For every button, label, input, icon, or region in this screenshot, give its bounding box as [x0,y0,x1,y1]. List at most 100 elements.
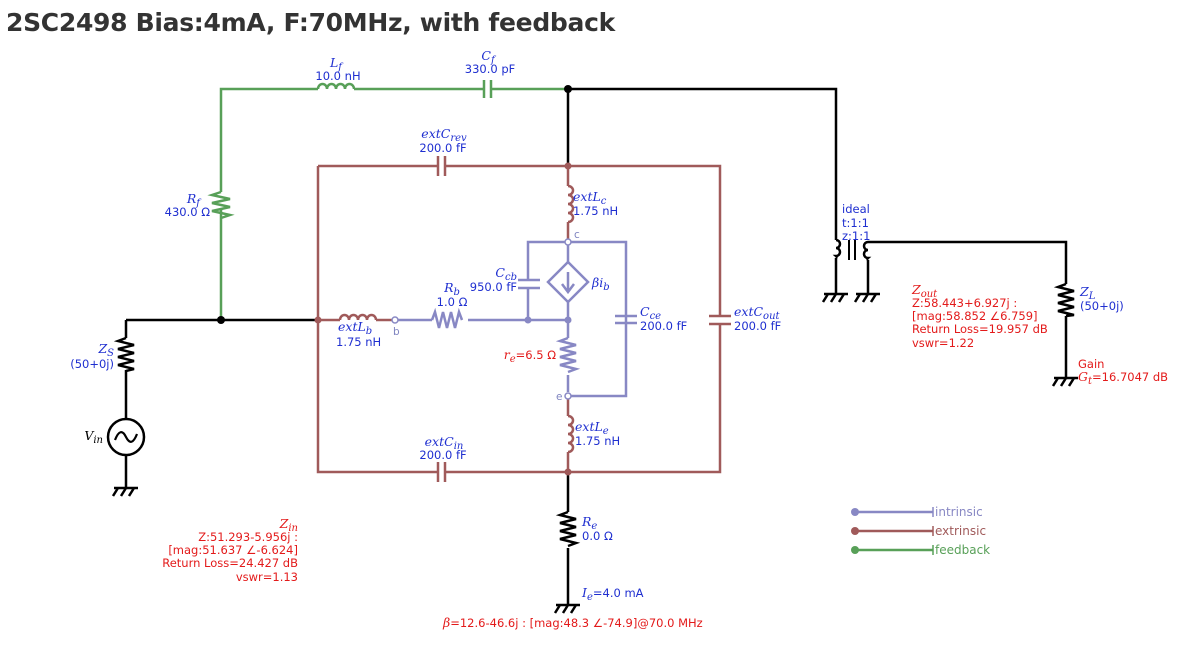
extlb-inductor [338,313,378,321]
source-label: βib [591,275,610,293]
extle-value: 1.75 nH [575,434,620,448]
node-e [564,392,572,400]
cce-symbol: Cce [640,304,661,322]
node-e-label: e [556,391,562,403]
cf-value: 330.0 pF [465,62,516,76]
extlc-symbol: extLc [573,189,607,207]
extcin-capacitor [436,462,447,482]
ccb-symbol: Ccb [495,265,517,283]
re-intrinsic-resistor [555,336,581,374]
ccb-value: 950.0 fF [470,280,517,294]
junction-dot [564,316,572,324]
rf-resistor [207,190,235,220]
gain-value: Gt=16.7047 dB [1078,369,1168,387]
zin-line4: vswr=1.13 [236,570,298,584]
main-wiring [124,87,1068,605]
extcrev-value: 200.0 fF [419,141,466,155]
extcout-capacitor [709,314,731,326]
legend: intrinsic extrinsic feedback [851,505,990,557]
svg-text:feedback: feedback [935,543,990,557]
lf-inductor [316,82,356,90]
zl-value: (50+0j) [1080,299,1124,313]
page-title: 2SC2498 Bias:4mA, F:70MHz, with feedback [6,8,615,37]
node-b [391,316,399,324]
extlc-inductor [567,184,575,224]
rf-value: 430.0 Ω [165,205,211,219]
ground-icon [853,292,880,303]
zin-line1: Z:51.293-5.956j : [198,530,298,544]
svg-text:intrinsic: intrinsic [935,505,983,519]
junction-dot [217,316,225,324]
current-source [546,260,590,304]
beta-readout: β=12.6-46.6j : [mag:48.3 ∠-74.9]@70.0 MH… [442,615,703,630]
extle-symbol: extLe [575,419,609,437]
extcin-symbol: extCin [425,434,464,452]
cce-capacitor [615,314,637,325]
transformer-type: ideal [842,202,870,216]
extlc-value: 1.75 nH [573,204,618,218]
transformer-impedance: z:1:1 [842,229,870,243]
zin-readout: Zin Z:51.293-5.956j : [mag:51.637 ∠-6.62… [162,516,298,584]
ground-icon [111,486,138,497]
re-value: 0.0 Ω [582,529,613,543]
feedback-network [207,80,568,320]
vin-symbol: Vin [84,428,103,446]
intrinsic-network [391,238,637,400]
ground-icon [821,292,848,303]
extcrev-capacitor [436,156,447,176]
zout-line3: Return Loss=19.957 dB [912,322,1048,336]
cf-capacitor [482,80,493,98]
extlb-value: 1.75 nH [336,335,381,349]
legend-extrinsic: extrinsic [851,524,986,538]
svg-text:extrinsic: extrinsic [935,524,986,538]
ground-icon [553,603,580,614]
rb-symbol: Rb [443,280,460,298]
node-c-label: c [574,229,580,241]
zout-line1: Z:58.443+6.927j : [912,296,1017,310]
ccb-capacitor [518,278,540,290]
junction-dot [564,85,572,93]
zs-symbol: ZS [97,341,114,359]
node-b-label: b [393,326,400,338]
legend-intrinsic: intrinsic [851,505,983,519]
junction-dot [564,468,572,476]
rf-symbol: Rf [186,191,202,209]
gain-readout: Gain Gt=16.7047 dB [1078,357,1168,387]
rb-value: 1.0 Ω [437,295,468,309]
zout-readout: Zout Z:58.443+6.927j : [mag:58.852 ∠6.75… [911,282,1048,350]
ideal-transformer [832,238,872,261]
junction-dot [524,316,532,324]
lf-symbol: Lf [329,55,344,73]
node-c [564,238,572,246]
zout-symbol: Zout [911,282,938,300]
zl-resistor [1053,282,1075,318]
zs-resistor [113,336,135,373]
zs-value: (50+0j) [70,357,114,371]
junction-dot [314,316,322,324]
zin-symbol: Zin [279,516,298,534]
ground-icon [1051,376,1078,387]
extrinsic-network [316,156,731,482]
extcin-value: 200.0 fF [419,448,466,462]
rb-resistor [430,307,464,329]
transformer-turns: t:1:1 [842,216,869,230]
extlb-symbol: extLb [338,319,372,337]
re-resistor [555,510,581,548]
bias-current: Ie=4.0 mA [581,585,644,603]
zl-symbol: ZL [1079,284,1096,302]
zout-line2: [mag:58.852 ∠6.759] [912,309,1038,323]
zout-line4: vswr=1.22 [912,336,974,350]
cce-value: 200.0 fF [640,319,687,333]
re-intrinsic-label: re=6.5 Ω [504,347,556,365]
extcout-symbol: extCout [734,304,781,322]
gain-label: Gain [1078,357,1104,371]
extcout-value: 200.0 fF [734,319,781,333]
junction-dot [564,162,572,170]
zin-line3: Return Loss=24.427 dB [162,556,298,570]
cf-symbol: Cf [481,48,497,66]
zin-line2: [mag:51.637 ∠-6.624] [168,543,298,557]
legend-feedback: feedback [851,543,990,557]
extcrev-symbol: extCrev [421,126,467,144]
re-symbol: Re [581,514,597,532]
